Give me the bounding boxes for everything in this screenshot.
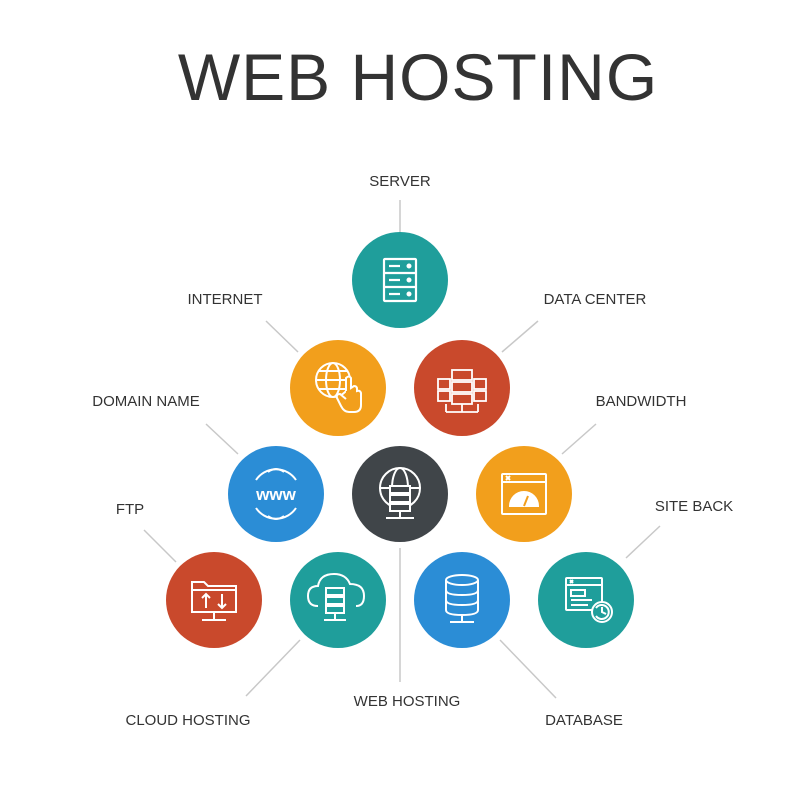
label-site-back: SITE BACK xyxy=(655,498,733,515)
label-database: DATABASE xyxy=(545,712,623,729)
connector-site-back xyxy=(625,525,661,559)
site-backup-icon xyxy=(565,577,613,623)
data-center-node xyxy=(414,340,510,436)
connector-internet xyxy=(265,320,299,353)
connector-bandwidth xyxy=(561,423,597,455)
connector-lines xyxy=(143,200,661,699)
data-center-icon xyxy=(437,369,487,413)
internet-node xyxy=(290,340,386,436)
connector-database xyxy=(499,639,557,699)
domain-name-node: www xyxy=(228,446,324,542)
label-data-center: DATA CENTER xyxy=(544,291,647,308)
server-rack-icon xyxy=(382,257,418,303)
cloud-hosting-node xyxy=(290,552,386,648)
page-title: WEB HOSTING xyxy=(177,40,659,114)
database-node xyxy=(414,552,510,648)
connector-cloud-hosting xyxy=(245,639,301,697)
globe-server-icon xyxy=(379,467,421,519)
connector-data-center xyxy=(501,320,539,353)
label-internet: INTERNET xyxy=(188,291,263,308)
label-web-hosting: WEB HOSTING xyxy=(354,693,461,710)
bandwidth-node xyxy=(476,446,572,542)
label-ftp: FTP xyxy=(116,501,144,518)
site-back-node xyxy=(538,552,634,648)
label-server: SERVER xyxy=(369,173,431,190)
www-text: www xyxy=(255,485,296,504)
web-hosting-node xyxy=(352,446,448,542)
ftp-node xyxy=(166,552,262,648)
ftp-folder-icon xyxy=(191,581,237,621)
label-bandwidth: BANDWIDTH xyxy=(596,393,687,410)
connector-domain-name xyxy=(205,423,239,455)
speedometer-window-icon xyxy=(501,473,547,515)
label-domain-name: DOMAIN NAME xyxy=(92,393,200,410)
connector-ftp xyxy=(143,529,177,563)
server-node xyxy=(352,232,448,328)
www-globe-icon xyxy=(255,468,297,520)
cloud-server-icon xyxy=(306,572,366,621)
globe-hand-icon xyxy=(315,362,362,413)
database-icon xyxy=(445,574,479,623)
label-cloud-hosting: CLOUD HOSTING xyxy=(125,712,250,729)
